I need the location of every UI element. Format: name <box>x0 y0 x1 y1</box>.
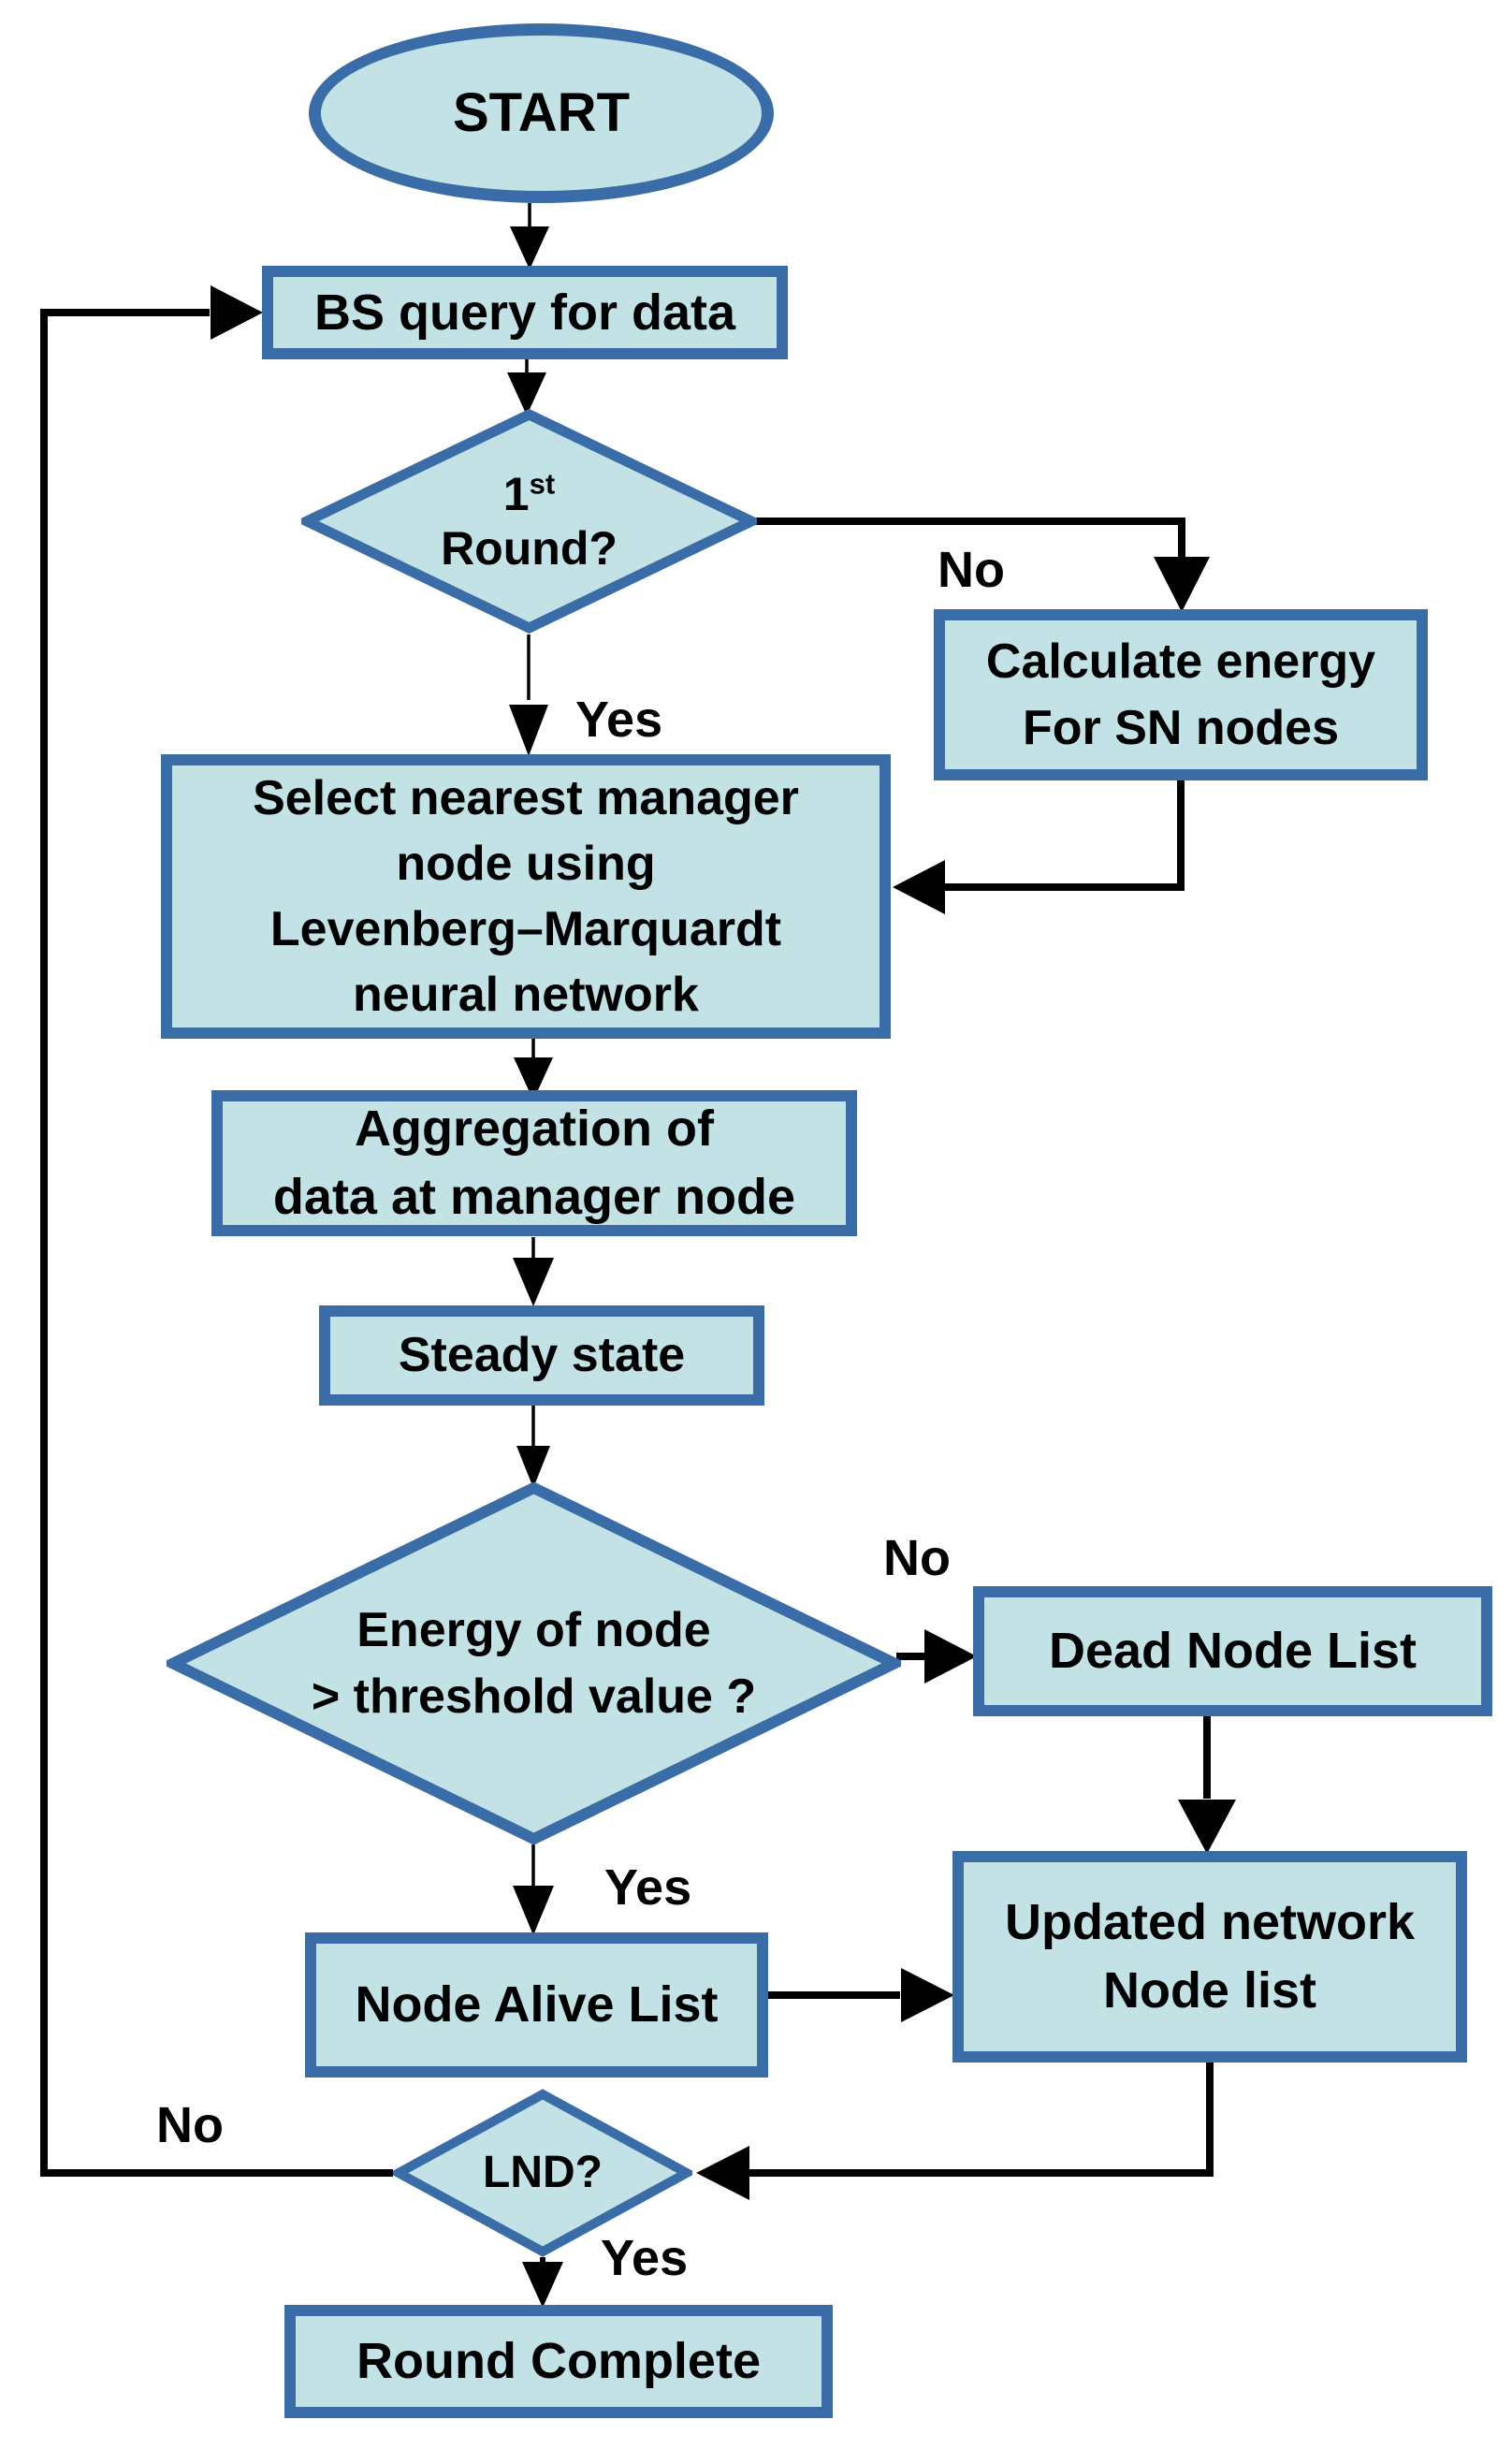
aggregation-label: Aggregation of data at manager node <box>272 1101 796 1225</box>
lnd-label: LND? <box>483 2147 603 2197</box>
edge-bs-query-to-first-round <box>507 359 546 415</box>
edge-calc-to-select <box>893 780 1185 914</box>
edge-alive-list-to-updated-list <box>768 1968 954 2022</box>
edge-energy-yes-to-alive-list <box>513 1844 554 1935</box>
process-steady-state: Steady state <box>319 1305 764 1406</box>
start-terminator: START <box>309 23 774 203</box>
edge-dead-list-to-updated-list <box>1178 1716 1236 1854</box>
process-dead-node-list: Dead Node List <box>973 1586 1492 1716</box>
energy-check-label: Energy of node > threshold value ? <box>311 1603 757 1724</box>
edge-steady-to-energy-check <box>516 1405 550 1488</box>
round-complete-label: Round Complete <box>356 2333 761 2390</box>
select-manager-label: Select nearest manager node using Levenb… <box>253 770 799 1023</box>
decision-energy-shape <box>167 1481 901 1845</box>
edge-label-energy-no: No <box>883 1530 951 1586</box>
edge-energy-no-to-dead-list <box>896 1629 977 1684</box>
dead-node-list-label: Dead Node List <box>1048 1623 1418 1680</box>
process-updated-network-node-list: Updated network Node list <box>952 1851 1467 2063</box>
bs-query-label: BS query for data <box>313 284 736 341</box>
process-round-complete: Round Complete <box>284 2305 833 2418</box>
alive-list-label: Node Alive List <box>355 1976 719 2034</box>
decision-first-round: 1st Round? <box>301 409 757 634</box>
steady-state-label: Steady state <box>398 1328 686 1383</box>
updated-list-label: Updated network Node list <box>1004 1894 1416 2019</box>
edge-updated-list-to-lnd <box>696 2063 1214 2200</box>
decision-first-round-shape <box>301 409 757 634</box>
process-calculate-energy: Calculate energy For SN nodes <box>934 609 1428 780</box>
start-label: START <box>452 81 630 143</box>
process-select-manager-node: Select nearest manager node using Levenb… <box>161 754 891 1039</box>
edge-label-energy-yes: Yes <box>604 1859 692 1916</box>
edge-label-first-round-no: No <box>938 542 1005 598</box>
edge-start-to-bs-query <box>510 203 549 270</box>
decision-lnd-shape <box>393 2089 692 2257</box>
decision-energy-threshold: Energy of node > threshold value ? <box>167 1481 901 1845</box>
edge-first-round-yes-to-select <box>509 634 548 756</box>
edge-label-lnd-yes: Yes <box>601 2230 689 2286</box>
first-round-label: 1st Round? <box>441 467 618 575</box>
edge-lnd-yes-to-round-complete <box>522 2257 563 2308</box>
process-bs-query: BS query for data <box>262 266 788 359</box>
edge-aggregation-to-steady <box>513 1237 554 1306</box>
edge-label-first-round-yes: Yes <box>575 692 663 748</box>
process-node-alive-list: Node Alive List <box>305 1932 768 2077</box>
calculate-energy-label: Calculate energy For SN nodes <box>985 634 1376 755</box>
edge-label-lnd-no: No <box>156 2097 224 2153</box>
process-aggregation: Aggregation of data at manager node <box>211 1090 857 1236</box>
decision-lnd: LND? <box>393 2089 692 2257</box>
